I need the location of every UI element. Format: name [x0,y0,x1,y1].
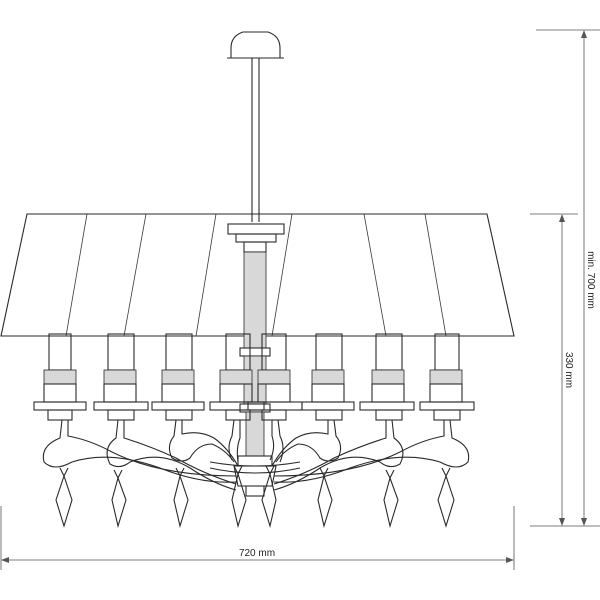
candle-arm [247,333,303,529]
candle-arm [271,333,355,529]
candle-arms [33,333,475,529]
min-height-label: min. 700 mm [585,251,596,309]
ceiling-canopy [227,31,284,59]
candle-arm [33,333,237,528]
candle-arm [273,333,415,529]
candle-arm [151,333,239,529]
min-height-dimension: min. 700 mm [536,29,600,526]
candle-arm [93,333,237,529]
central-column [209,223,301,497]
width-dimension: 720 mm [0,506,515,570]
suspension-rod [251,58,260,222]
lamp-shade [0,213,515,337]
candle-arm [273,333,475,528]
candle-arm [209,333,265,529]
width-label: 720 mm [239,548,275,559]
height-dimension: 330 mm [530,213,600,527]
shade-height-label: 330 mm [563,352,574,388]
